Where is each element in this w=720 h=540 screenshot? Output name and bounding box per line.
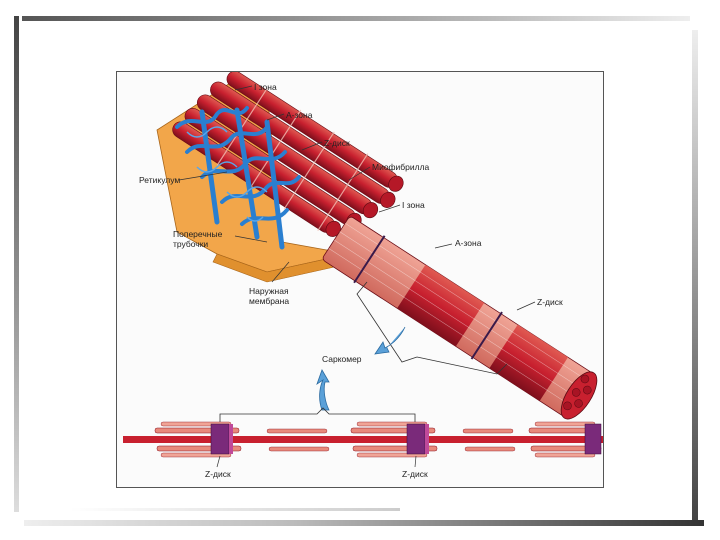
muscle-fiber-figure: I зона А-зона Z-диск Миофибрилла Ретикул… (116, 71, 604, 488)
frame-left-bar (14, 16, 19, 512)
frame-top-bar (22, 16, 690, 21)
label-z-disk-bottom-right: Z-диск (402, 469, 428, 479)
arrow-up-icon (316, 369, 330, 411)
label-z-disk-mid: Z-диск (537, 297, 563, 307)
label-outer-membrane: Наружная мембрана (249, 286, 290, 306)
arrow-down-icon (374, 326, 406, 355)
leader-lines (178, 85, 536, 311)
label-i-zone-top: I зона (254, 82, 277, 92)
frame-bottom-bar (24, 520, 704, 526)
sarcomere-bracket (356, 281, 508, 375)
muscle-fiber-illustration (123, 72, 603, 468)
label-reticulum: Ретикулум (139, 175, 181, 185)
label-z-disk-bottom-left: Z-диск (205, 469, 231, 479)
label-z-disk-top: Z-диск (324, 138, 350, 148)
reticulum-network (175, 106, 301, 250)
sarcomere-schematic (123, 421, 603, 468)
label-a-zone-mid: А-зона (455, 238, 482, 248)
frame-right-bar (692, 30, 698, 520)
label-t-tubules: Поперечные трубочки (173, 229, 223, 249)
label-a-zone-top: А-зона (286, 110, 313, 120)
reticulum-network-fine (186, 126, 268, 222)
frame-bottom-inner-bar (70, 508, 400, 511)
label-i-zone-mid: I зона (402, 200, 425, 210)
label-myofibril: Миофибрилла (372, 162, 430, 172)
label-sarcomere: Саркомер (322, 354, 362, 364)
single-myofibril (322, 216, 598, 420)
sarcomere-schematic-bracket (219, 407, 416, 422)
